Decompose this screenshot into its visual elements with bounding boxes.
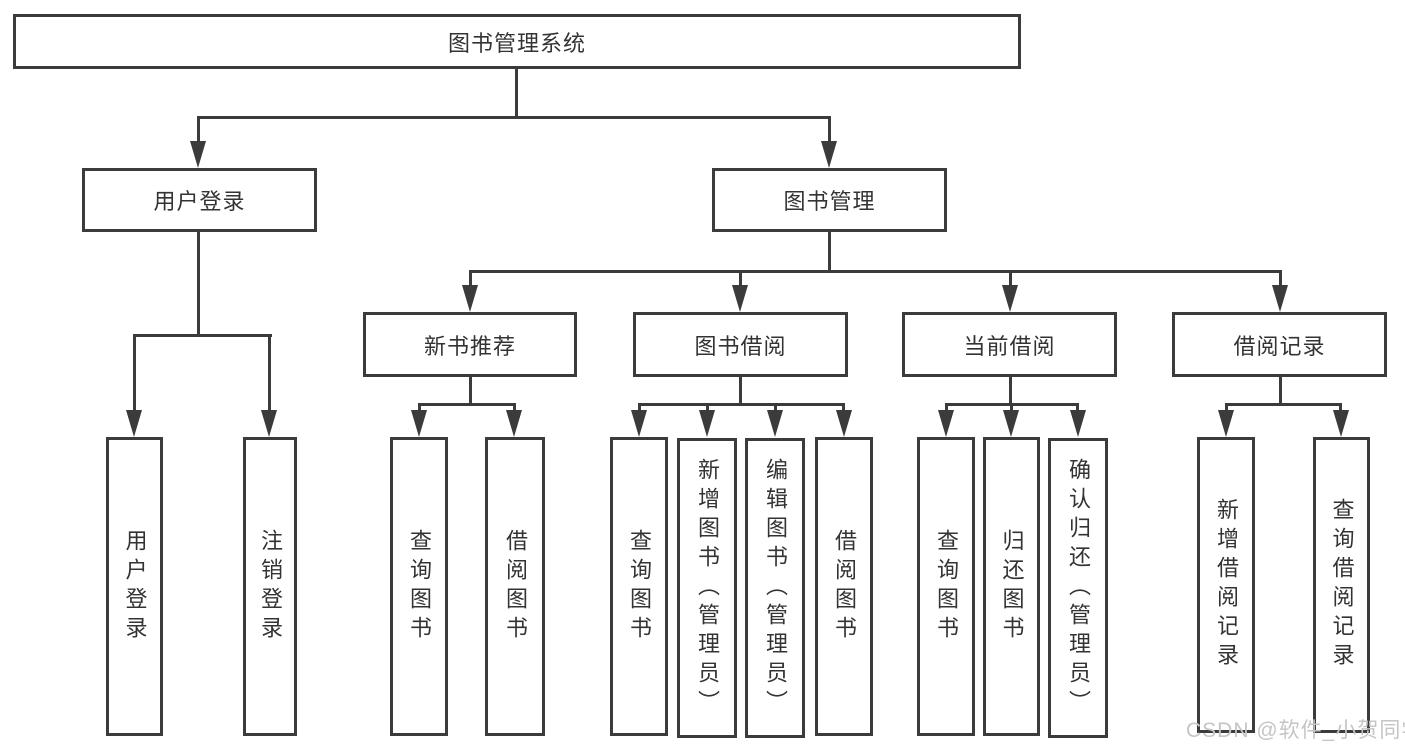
connector-drop <box>842 405 845 411</box>
arrow-down-icon <box>462 285 478 312</box>
connector-drop-logout-leaf <box>268 336 271 410</box>
arrow-down-icon <box>821 141 837 168</box>
connector-drop-current-borrow <box>1009 272 1012 286</box>
connector-bookborrow-bar <box>638 403 845 406</box>
connector-bookborrow-stem <box>739 377 742 405</box>
arrow-down-icon <box>631 410 647 437</box>
node-current-borrow: 当前借阅 <box>902 312 1117 377</box>
connector-root-bar <box>197 116 831 119</box>
node-bookborrow-edit-leaf: 编辑图书（管理员） <box>745 438 805 738</box>
arrow-down-icon <box>699 410 715 437</box>
connector-drop-user-login <box>197 118 200 143</box>
node-user-login-leaf: 用户登录 <box>106 437 163 736</box>
node-book-management: 图书管理 <box>712 168 947 232</box>
connector-drop <box>1225 405 1228 411</box>
connector-records-stem <box>1279 377 1282 405</box>
arrow-down-icon <box>261 410 277 437</box>
arrow-down-icon <box>1003 410 1019 437</box>
connector-drop <box>774 405 777 411</box>
node-bookborrow-add-leaf: 新增图书（管理员） <box>677 438 737 738</box>
node-logout-leaf: 注销登录 <box>243 437 297 736</box>
connector-login-bar <box>133 334 272 337</box>
arrow-down-icon <box>732 285 748 312</box>
arrow-down-icon <box>506 410 522 437</box>
connector-newbooks-stem <box>469 377 472 405</box>
connector-drop <box>418 405 421 411</box>
connector-currentborrow-stem <box>1009 377 1012 405</box>
node-library-system: 图书管理系统 <box>13 14 1021 69</box>
connector-drop <box>1076 405 1079 411</box>
arrow-down-icon <box>767 410 783 437</box>
connector-drop <box>513 405 516 411</box>
connector-root-stem <box>515 69 518 118</box>
connector-drop-new-books <box>469 272 472 286</box>
node-borrow-records: 借阅记录 <box>1172 312 1387 377</box>
arrow-down-icon <box>836 410 852 437</box>
node-current-query-leaf: 查询图书 <box>917 437 975 736</box>
connector-drop <box>1010 405 1013 411</box>
connector-newbooks-bar <box>418 403 516 406</box>
connector-login-stem <box>197 232 200 336</box>
arrow-down-icon <box>1333 410 1349 437</box>
connector-mgmt-bar <box>469 270 1282 273</box>
connector-drop-login-leaf <box>133 336 136 410</box>
node-bookborrow-query-leaf: 查询图书 <box>610 437 668 736</box>
connector-drop-book-borrow <box>739 272 742 286</box>
connector-drop <box>945 405 948 411</box>
connector-drop <box>706 405 709 411</box>
node-new-book-recommend: 新书推荐 <box>363 312 577 377</box>
node-newbooks-borrow-leaf: 借阅图书 <box>485 437 545 736</box>
csdn-watermark: CSDN @软件_小贺同学 <box>1186 719 1405 742</box>
arrow-down-icon <box>1272 285 1288 312</box>
connector-drop-book-mgmt <box>828 118 831 143</box>
node-records-add-leaf: 新增借阅记录 <box>1197 437 1255 733</box>
arrow-down-icon <box>1218 410 1234 437</box>
arrow-down-icon <box>1002 285 1018 312</box>
node-current-confirm-leaf: 确认归还（管理员） <box>1048 438 1108 738</box>
connector-drop-borrow-records <box>1279 272 1282 286</box>
arrow-down-icon <box>1070 410 1086 437</box>
arrow-down-icon <box>190 141 206 168</box>
arrow-down-icon <box>938 410 954 437</box>
node-user-login: 用户登录 <box>82 168 317 232</box>
node-records-query-leaf: 查询借阅记录 <box>1313 437 1370 733</box>
node-current-return-leaf: 归还图书 <box>983 437 1040 736</box>
connector-currentborrow-bar <box>945 403 1079 406</box>
connector-drop <box>638 405 641 411</box>
node-bookborrow-borrow-leaf: 借阅图书 <box>815 437 873 736</box>
connector-records-bar <box>1225 403 1342 406</box>
connector-mgmt-stem <box>828 232 831 272</box>
node-book-borrow: 图书借阅 <box>633 312 848 377</box>
arrow-down-icon <box>126 410 142 437</box>
connector-drop <box>1339 405 1342 411</box>
arrow-down-icon <box>411 410 427 437</box>
node-newbooks-query-leaf: 查询图书 <box>390 437 448 736</box>
